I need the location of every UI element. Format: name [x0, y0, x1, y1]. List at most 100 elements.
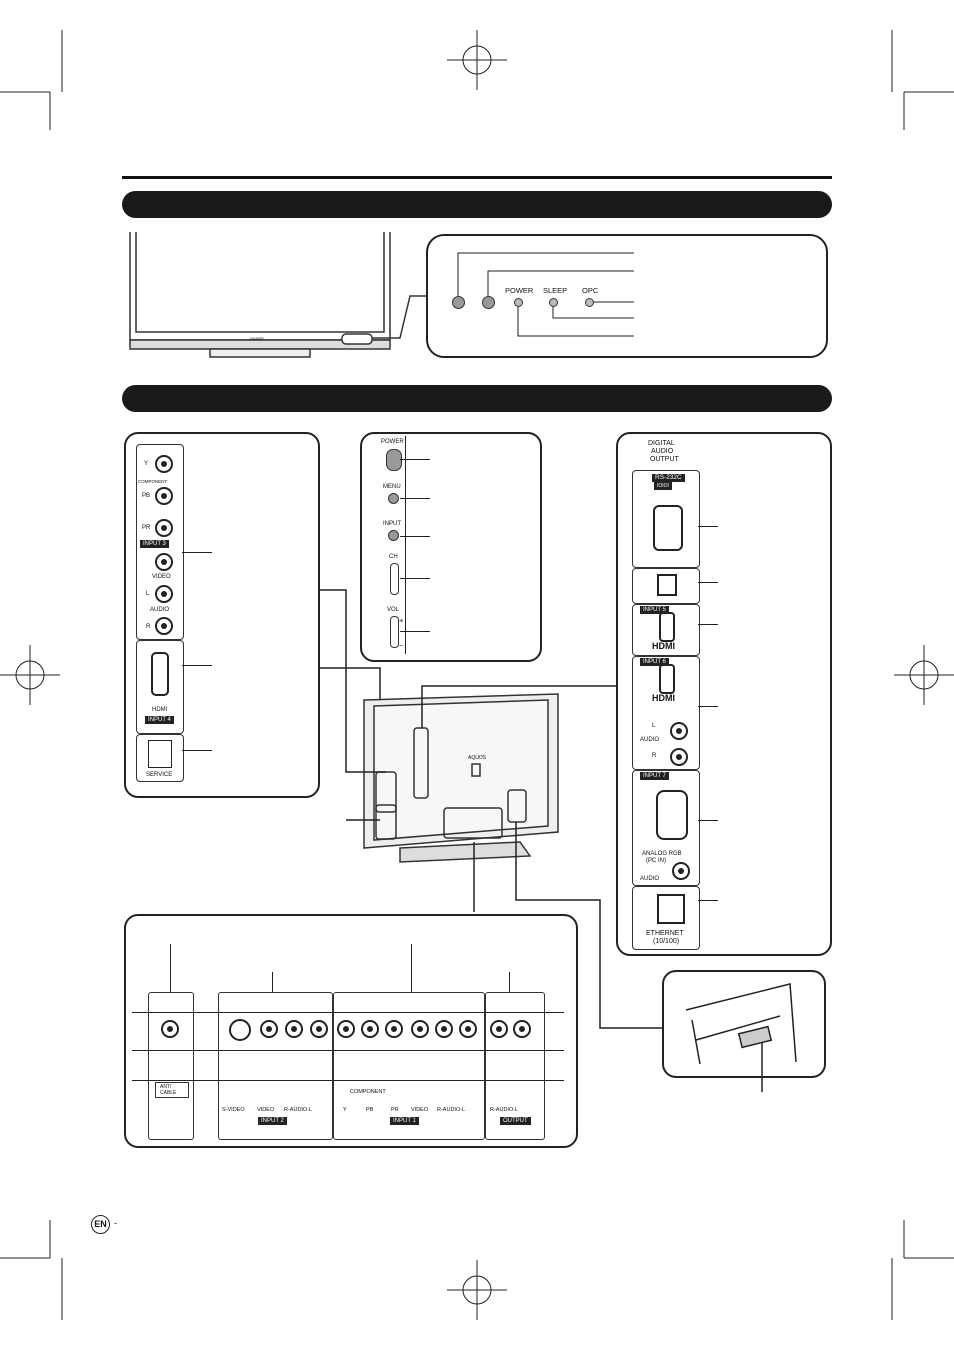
y-label: Y: [144, 461, 149, 467]
input1-video-jack[interactable]: [411, 1020, 429, 1038]
output-audio-label: R-AUDIO-L: [490, 1107, 519, 1113]
leader-input6: [698, 706, 718, 707]
bottom-panel-rule-top: [132, 1012, 564, 1013]
input1-y-jack[interactable]: [337, 1020, 355, 1038]
ethernet-block: [632, 886, 700, 950]
input3-video-label: VIDEO: [152, 574, 171, 580]
volume-rocker[interactable]: [390, 616, 399, 648]
rs232c-label: RS-232C: [652, 474, 685, 482]
leader-output: [509, 972, 510, 992]
sleep-indicator-led: [549, 298, 558, 307]
pc-audio-jack[interactable]: [672, 862, 690, 880]
leader-input5: [698, 624, 718, 625]
leader-input7: [698, 820, 718, 821]
input1-audio-r-jack[interactable]: [435, 1020, 453, 1038]
input2-svideo-jack[interactable]: [229, 1019, 251, 1041]
leader-service: [182, 750, 212, 751]
input6-audio-label: AUDIO: [640, 737, 660, 743]
ac-input-panel: [662, 970, 826, 1078]
input6-audio-l-jack[interactable]: [670, 722, 688, 740]
ctrl-input-label: INPUT: [383, 521, 401, 527]
bottom-panel-rule-mid: [132, 1050, 564, 1051]
digital-audio-output-2: AUDIO: [651, 448, 674, 455]
ctrl-menu-label: MENU: [383, 484, 401, 490]
rs232c-block: [632, 470, 700, 568]
input3-tag: INPUT 3: [140, 540, 169, 548]
input2-audio-r-jack[interactable]: [285, 1020, 303, 1038]
input7-tag: INPUT 7: [640, 772, 669, 780]
input6-r-label: R: [652, 753, 657, 759]
optical-port[interactable]: [657, 574, 677, 596]
audio-l-label: L: [146, 591, 150, 597]
leader-vol: [400, 631, 430, 632]
ctrl-power-label: POWER: [381, 439, 404, 445]
leader-input1: [411, 944, 412, 992]
analog-rgb-port[interactable]: [656, 790, 688, 840]
input1-audio-l-jack[interactable]: [459, 1020, 477, 1038]
service-port: [148, 740, 172, 768]
input6-hdmi-port[interactable]: [659, 664, 675, 694]
input1-audio-label: R-AUDIO-L: [437, 1107, 466, 1113]
input5-hdmi-port[interactable]: [659, 612, 675, 642]
input6-hdmi-logo: HDMI: [652, 693, 675, 703]
analog-rgb-pc-in: (PC IN): [646, 858, 666, 864]
tv-back-logo: AQUOS: [468, 755, 487, 761]
page-dash: -: [114, 1218, 117, 1228]
input3-block: [136, 444, 184, 640]
menu-button[interactable]: [388, 493, 399, 504]
leader-optical: [698, 582, 718, 583]
input4-tag: INPUT 4: [145, 716, 174, 724]
leader-power: [400, 459, 430, 460]
rs232c-port[interactable]: [653, 505, 683, 551]
audio-r-label: R: [146, 624, 151, 630]
input2-svideo-label: S-VIDEO: [222, 1107, 245, 1113]
opc-sensor: [482, 296, 495, 309]
leader-input2: [272, 972, 273, 992]
ant-cable-label-2: CABLE: [160, 1090, 177, 1096]
input1-y-label: Y: [343, 1107, 347, 1113]
control-panel-edge: [405, 436, 406, 654]
pr-label: PR: [142, 525, 151, 531]
output-audio-r-jack[interactable]: [490, 1020, 508, 1038]
remote-sensor: [452, 296, 465, 309]
vol-minus: −: [399, 641, 404, 650]
input7-block: [632, 770, 700, 886]
input2-video-jack[interactable]: [260, 1020, 278, 1038]
input3-video-jack[interactable]: [155, 553, 173, 571]
digital-audio-output-1: DIGITAL: [648, 440, 675, 447]
section-header-front: [122, 191, 832, 218]
ant-cable-jack[interactable]: [161, 1020, 179, 1038]
input6-audio-r-jack[interactable]: [670, 748, 688, 766]
input1-pr-jack[interactable]: [385, 1020, 403, 1038]
pb-label: PB: [142, 493, 151, 499]
y-jack[interactable]: [155, 455, 173, 473]
pr-jack[interactable]: [155, 519, 173, 537]
digital-audio-output-3: OUTPUT: [650, 456, 679, 463]
ethernet-port[interactable]: [657, 894, 685, 924]
leader-ethernet: [698, 900, 718, 901]
power-button[interactable]: [386, 449, 402, 471]
output-tag: OUTPUT: [500, 1117, 531, 1125]
ant-cable-block: [148, 992, 194, 1140]
channel-rocker[interactable]: [390, 563, 399, 595]
input4-hdmi-port[interactable]: [151, 652, 169, 696]
input2-audio-l-jack[interactable]: [310, 1020, 328, 1038]
bottom-panel-rule-low: [132, 1080, 564, 1081]
input1-pb-jack[interactable]: [361, 1020, 379, 1038]
pb-jack[interactable]: [155, 487, 173, 505]
vol-plus: +: [399, 616, 404, 625]
input-button[interactable]: [388, 530, 399, 541]
ethernet-speed: (10/100): [653, 938, 680, 945]
input6-l-label: L: [652, 723, 656, 729]
audio-r-jack[interactable]: [155, 617, 173, 635]
input1-video-label: VIDEO: [411, 1107, 429, 1113]
audio-l-jack[interactable]: [155, 585, 173, 603]
output-audio-l-jack[interactable]: [513, 1020, 531, 1038]
input1-block: [333, 992, 485, 1140]
front-indicator-panel: [426, 234, 828, 358]
rear-terminal-panel: [616, 432, 832, 956]
